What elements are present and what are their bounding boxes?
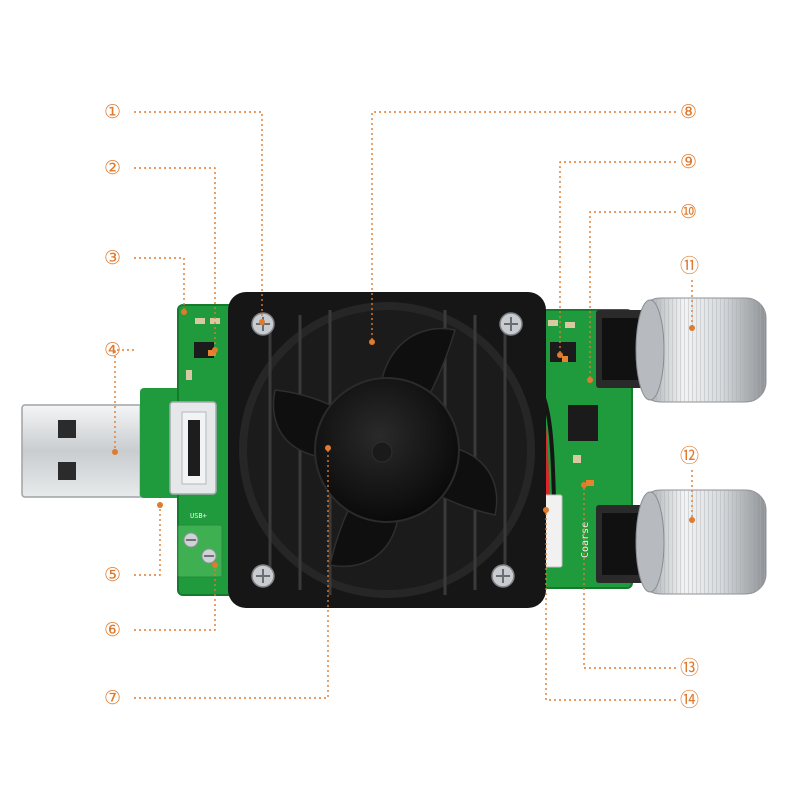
callout-10: ⑩: [680, 202, 697, 223]
coarse-adjust-knob: [635, 489, 767, 595]
callout-1: ①: [104, 102, 121, 123]
leader-3: [134, 257, 185, 312]
callout-2: ②: [104, 158, 121, 179]
callout-markers: ① ② ③ ④ ⑤ ⑥ ⑦ ⑧ ⑨ ⑩ ⑪ ⑫ ⑬ ⑭: [104, 102, 699, 711]
input-pcb: USB+: [140, 304, 237, 596]
cooling-fan: [228, 292, 546, 608]
callout-6: ⑥: [104, 620, 121, 641]
usb-a-female-port: [169, 401, 217, 495]
leader-9: [559, 161, 676, 355]
leader-7: [134, 448, 329, 699]
leader-2: [134, 167, 216, 350]
callout-12: ⑫: [680, 445, 699, 467]
callout-leaders: [114, 111, 676, 701]
leader-4: [114, 349, 134, 452]
usb-plus-label: USB+: [190, 512, 207, 520]
op-amp-chip: [568, 405, 598, 441]
leader-8: [371, 111, 676, 342]
callout-5: ⑤: [104, 565, 121, 586]
callout-14: ⑭: [680, 689, 699, 711]
callout-7: ⑦: [104, 688, 121, 709]
callout-13: ⑬: [680, 657, 699, 679]
leader-10: [589, 211, 676, 380]
control-chip: [550, 342, 576, 362]
fine-adjust-knob: [635, 297, 767, 403]
fan-screws: [251, 312, 523, 588]
status-led: [208, 350, 216, 356]
callout-9: ⑨: [680, 152, 697, 173]
leader-13: [583, 485, 676, 669]
leader-1: [134, 111, 263, 322]
control-pcb: Coarse: [518, 309, 644, 589]
callout-3: ③: [104, 248, 121, 269]
leader-6: [134, 565, 216, 631]
leader-5: [134, 505, 161, 576]
screw-terminal: [177, 524, 223, 578]
callout-4: ④: [104, 340, 121, 361]
coarse-label: Coarse: [580, 522, 591, 558]
callout-dots: [112, 309, 695, 568]
callout-11: ⑪: [680, 255, 699, 277]
leader-14: [545, 510, 676, 701]
callout-8: ⑧: [680, 102, 697, 123]
